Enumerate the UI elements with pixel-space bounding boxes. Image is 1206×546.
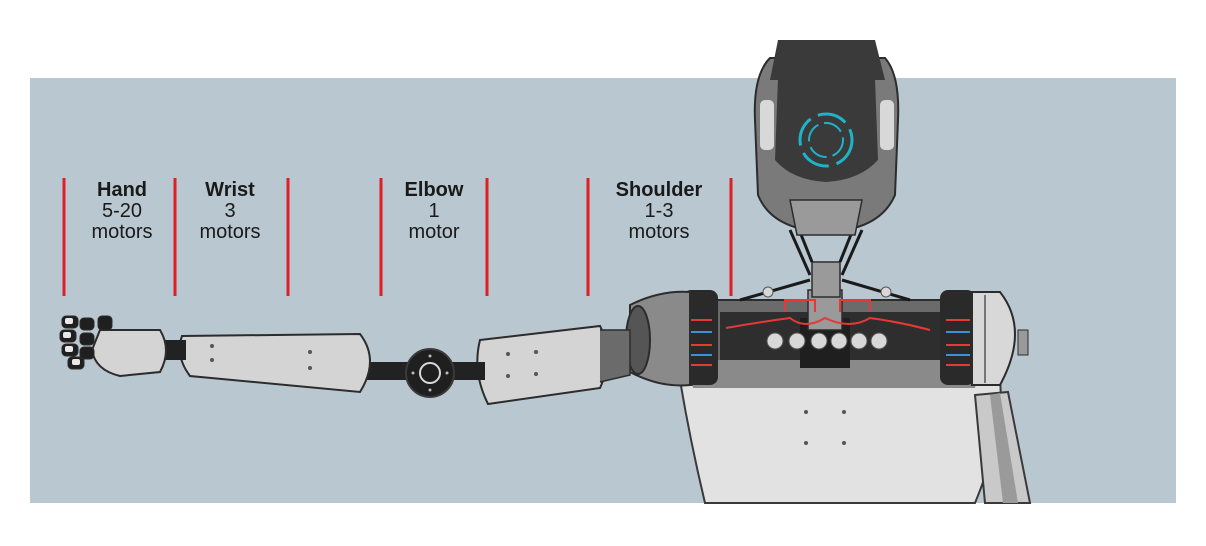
label-wrist-value: 3 — [224, 200, 236, 222]
elbow-joint — [405, 348, 455, 398]
label-hand-unit: motors — [91, 221, 153, 243]
label-elbow-unit: motor — [408, 221, 460, 243]
robot-head — [753, 40, 900, 236]
label-elbow-value: 1 — [428, 200, 440, 222]
label-shoulder-unit: motors — [628, 221, 690, 243]
robot-neck — [739, 229, 911, 302]
label-shoulder-title: Shoulder — [615, 179, 703, 201]
head-sensor-ring — [798, 112, 854, 168]
label-hand: Hand 5-20 motors — [70, 180, 174, 243]
shoulder-yoke — [681, 289, 1029, 388]
divider-lines — [62, 178, 733, 296]
label-wrist-unit: motors — [199, 221, 261, 243]
label-elbow: Elbow 1 motor — [384, 180, 484, 243]
label-hand-value: 5-20 — [101, 200, 143, 222]
label-hand-title: Hand — [97, 179, 147, 201]
label-shoulder-value: 1-3 — [644, 200, 674, 222]
robot-hand — [59, 315, 167, 378]
label-wrist: Wrist 3 motors — [178, 180, 282, 243]
robot-torso — [678, 379, 1032, 504]
label-shoulder: Shoulder 1-3 motors — [592, 180, 726, 243]
label-elbow-title: Elbow — [404, 179, 464, 201]
label-wrist-title: Wrist — [205, 179, 255, 201]
left-arm — [59, 290, 691, 406]
